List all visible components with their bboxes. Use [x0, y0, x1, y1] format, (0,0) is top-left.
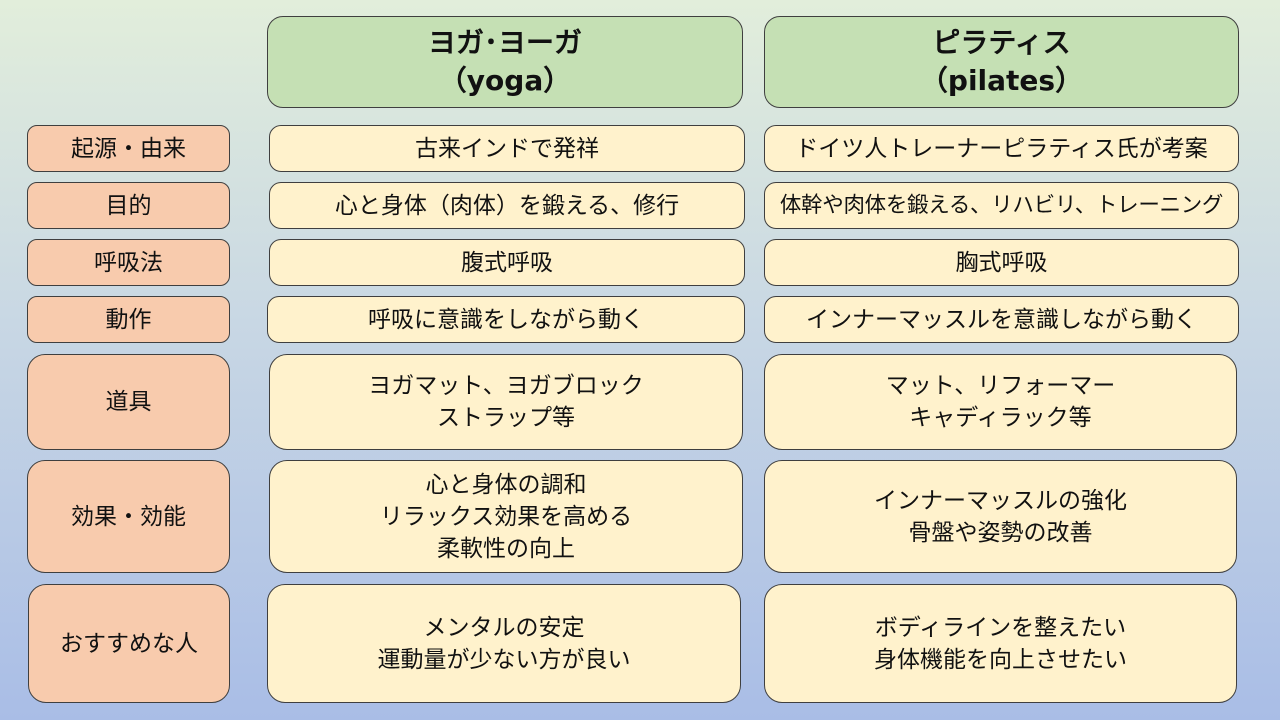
yoga-header: ヨガ･ヨーガ （yoga） [267, 16, 743, 108]
row-label-effects: 効果・効能 [27, 460, 230, 573]
pilates-header-title: ピラティス [932, 26, 1071, 59]
pilates-header-subtitle: （pilates） [919, 64, 1084, 97]
pilates-cell-effects: インナーマッスルの強化 骨盤や姿勢の改善 [764, 460, 1237, 573]
yoga-cell-origin: 古来インドで発祥 [269, 125, 745, 172]
pilates-cell-movement: インナーマッスルを意識しながら動く [764, 296, 1239, 343]
row-label-recommended: おすすめな人 [28, 584, 230, 703]
yoga-header-title: ヨガ･ヨーガ [427, 26, 582, 59]
row-label-movement: 動作 [27, 296, 230, 343]
pilates-cell-tools: マット、リフォーマー キャディラック等 [764, 354, 1237, 450]
pilates-cell-origin: ドイツ人トレーナーピラティス氏が考案 [764, 125, 1239, 172]
pilates-header: ピラティス （pilates） [764, 16, 1239, 108]
yoga-cell-recommended: メンタルの安定 運動量が少ない方が良い [267, 584, 741, 703]
pilates-cell-breathing: 胸式呼吸 [764, 239, 1239, 286]
pilates-cell-recommended: ボディラインを整えたい 身体機能を向上させたい [764, 584, 1237, 703]
yoga-cell-purpose: 心と身体（肉体）を鍛える、修行 [269, 182, 745, 229]
yoga-cell-tools: ヨガマット、ヨガブロック ストラップ等 [269, 354, 743, 450]
yoga-cell-breathing: 腹式呼吸 [269, 239, 745, 286]
yoga-cell-movement: 呼吸に意識をしながら動く [267, 296, 745, 343]
pilates-cell-purpose: 体幹や肉体を鍛える、リハビリ、トレーニング [764, 182, 1239, 229]
row-label-purpose: 目的 [27, 182, 230, 229]
row-label-breathing: 呼吸法 [27, 239, 230, 286]
yoga-cell-effects: 心と身体の調和 リラックス効果を高める 柔軟性の向上 [269, 460, 743, 573]
row-label-origin: 起源・由来 [27, 125, 230, 172]
row-label-tools: 道具 [27, 354, 230, 450]
yoga-header-subtitle: （yoga） [438, 64, 572, 97]
